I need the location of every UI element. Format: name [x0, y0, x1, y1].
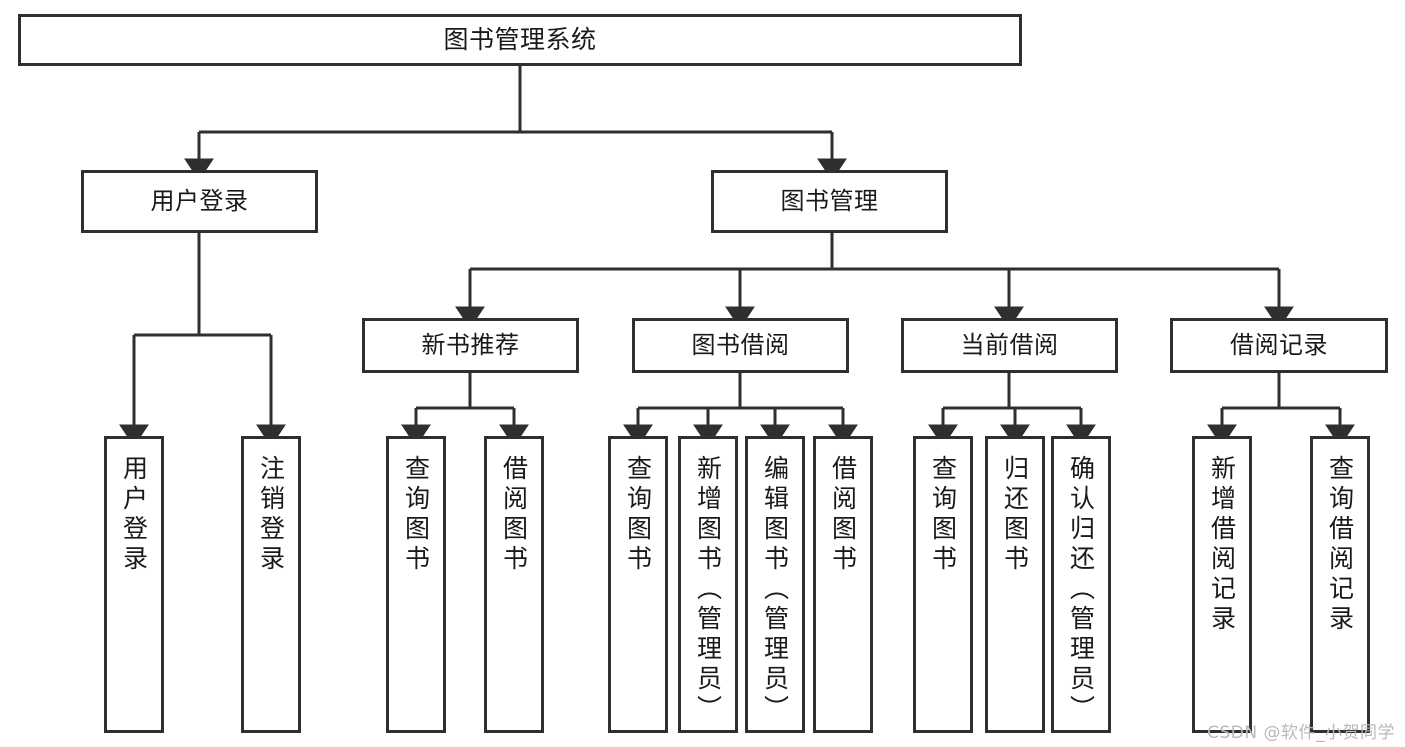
node-leaf-add-book-admin-label: 新增图书（管理员）: [693, 455, 723, 725]
node-leaf-confirm-return-label: 确认归还（管理员）: [1066, 455, 1096, 725]
node-leaf-query-book-new-label: 查询图书: [401, 455, 431, 575]
node-leaf-query-book-label: 查询图书: [623, 455, 653, 575]
node-leaf-edit-book-admin[interactable]: 编辑图书（管理员）: [745, 436, 805, 733]
node-leaf-user-login-label: 用户登录: [119, 455, 149, 575]
node-book-manage-label: 图书管理: [780, 187, 879, 216]
node-leaf-query-book-cur-label: 查询图书: [928, 455, 958, 575]
node-user-login[interactable]: 用户登录: [81, 170, 318, 233]
node-leaf-query-record-label: 查询借阅记录: [1325, 455, 1355, 635]
node-leaf-confirm-return[interactable]: 确认归还（管理员）: [1051, 436, 1111, 733]
watermark-text: CSDN @软件_小贺同学: [1207, 723, 1395, 743]
node-leaf-user-logout-label: 注销登录: [256, 455, 286, 575]
node-book-manage[interactable]: 图书管理: [711, 170, 948, 233]
node-book-borrow[interactable]: 图书借阅: [632, 318, 849, 373]
node-leaf-borrow-book-new-label: 借阅图书: [499, 455, 529, 575]
node-current-borrow[interactable]: 当前借阅: [901, 318, 1118, 373]
node-user-login-label: 用户登录: [150, 187, 249, 216]
node-leaf-edit-book-admin-label: 编辑图书（管理员）: [760, 455, 790, 725]
node-leaf-add-record-label: 新增借阅记录: [1207, 455, 1237, 635]
node-leaf-query-book-new[interactable]: 查询图书: [386, 436, 446, 733]
node-leaf-add-record[interactable]: 新增借阅记录: [1192, 436, 1252, 733]
node-new-book-recommend-label: 新书推荐: [421, 331, 520, 360]
node-leaf-borrow-book-new[interactable]: 借阅图书: [484, 436, 544, 733]
node-leaf-query-book[interactable]: 查询图书: [608, 436, 668, 733]
node-leaf-user-logout[interactable]: 注销登录: [241, 436, 301, 733]
node-leaf-add-book-admin[interactable]: 新增图书（管理员）: [678, 436, 738, 733]
node-leaf-query-book-cur[interactable]: 查询图书: [913, 436, 973, 733]
node-leaf-return-book[interactable]: 归还图书: [985, 436, 1045, 733]
node-root[interactable]: 图书管理系统: [18, 14, 1022, 66]
node-book-borrow-label: 图书借阅: [691, 331, 790, 360]
node-new-book-recommend[interactable]: 新书推荐: [362, 318, 579, 373]
node-leaf-query-record[interactable]: 查询借阅记录: [1310, 436, 1370, 733]
node-leaf-borrow-book-label: 借阅图书: [828, 455, 858, 575]
node-leaf-user-login[interactable]: 用户登录: [104, 436, 164, 733]
node-borrow-record-label: 借阅记录: [1230, 331, 1328, 360]
node-root-label: 图书管理系统: [443, 25, 597, 55]
node-leaf-borrow-book[interactable]: 借阅图书: [813, 436, 873, 733]
node-borrow-record[interactable]: 借阅记录: [1170, 318, 1388, 373]
node-current-borrow-label: 当前借阅: [960, 331, 1059, 360]
node-leaf-return-book-label: 归还图书: [1000, 455, 1030, 575]
